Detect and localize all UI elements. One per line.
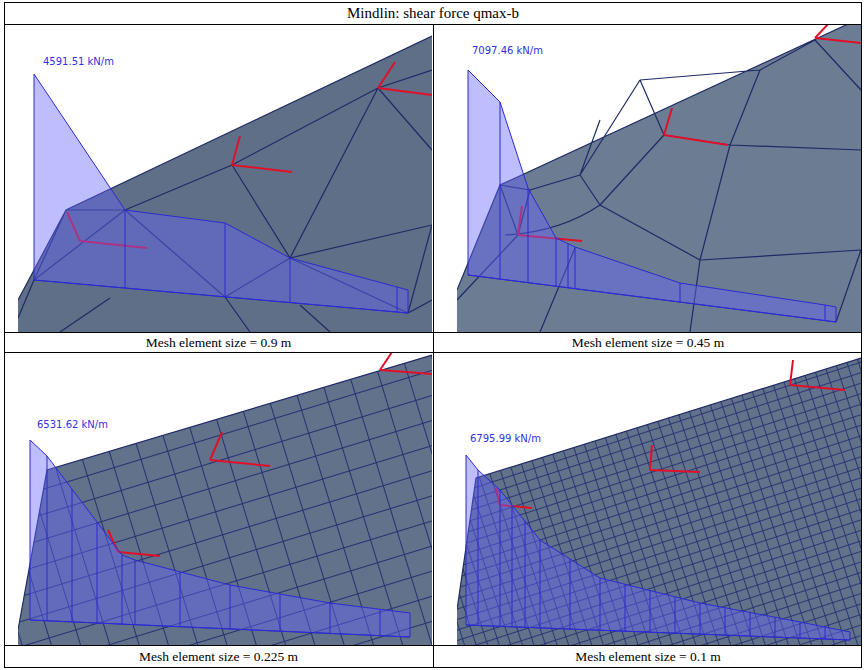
- local-axes: [108, 353, 432, 556]
- mesh-panel: [457, 25, 861, 332]
- mesh-lines: [18, 36, 432, 332]
- mesh-lines: [457, 358, 861, 645]
- shear-force-value: 6531.62 kN/m: [37, 419, 108, 431]
- plate: [18, 36, 432, 332]
- mesh-panel: [18, 36, 432, 332]
- mesh-size-caption: Mesh element size = 0.45 m: [434, 333, 862, 352]
- diagram-ordinates: [468, 102, 836, 322]
- table-rules: [5, 3, 862, 668]
- shear-force-value: 7097.46 kN/m: [472, 45, 543, 57]
- table-title: Mindlin: shear force qmax-b: [4, 3, 862, 24]
- shear-force-value: 4591.51 kN/m: [43, 56, 114, 68]
- diagram-ordinates: [466, 470, 850, 640]
- mesh-panel: [457, 358, 861, 645]
- mesh-panel: [18, 353, 432, 645]
- local-axes: [496, 360, 845, 508]
- mesh-size-caption: Mesh element size = 0.1 m: [434, 646, 862, 667]
- mesh-lines: [457, 25, 861, 332]
- table-lines: [5, 25, 862, 668]
- shear-force-value: 6795.99 kN/m: [470, 433, 541, 445]
- shear-diagram: [468, 70, 836, 322]
- mesh-size-caption: Mesh element size = 0.9 m: [4, 333, 433, 352]
- plate: [18, 355, 432, 645]
- shear-diagram: [30, 440, 410, 637]
- shear-diagram: [34, 74, 408, 313]
- diagram-ordinates: [34, 210, 408, 313]
- shear-diagram: [466, 455, 850, 640]
- mesh-size-caption: Mesh element size = 0.225 m: [4, 646, 433, 667]
- plate: [457, 25, 861, 332]
- diagram-ordinates: [30, 456, 410, 637]
- table-border: [5, 3, 862, 668]
- local-axes: [518, 25, 861, 241]
- plate: [457, 358, 861, 645]
- mesh-lines: [18, 355, 432, 645]
